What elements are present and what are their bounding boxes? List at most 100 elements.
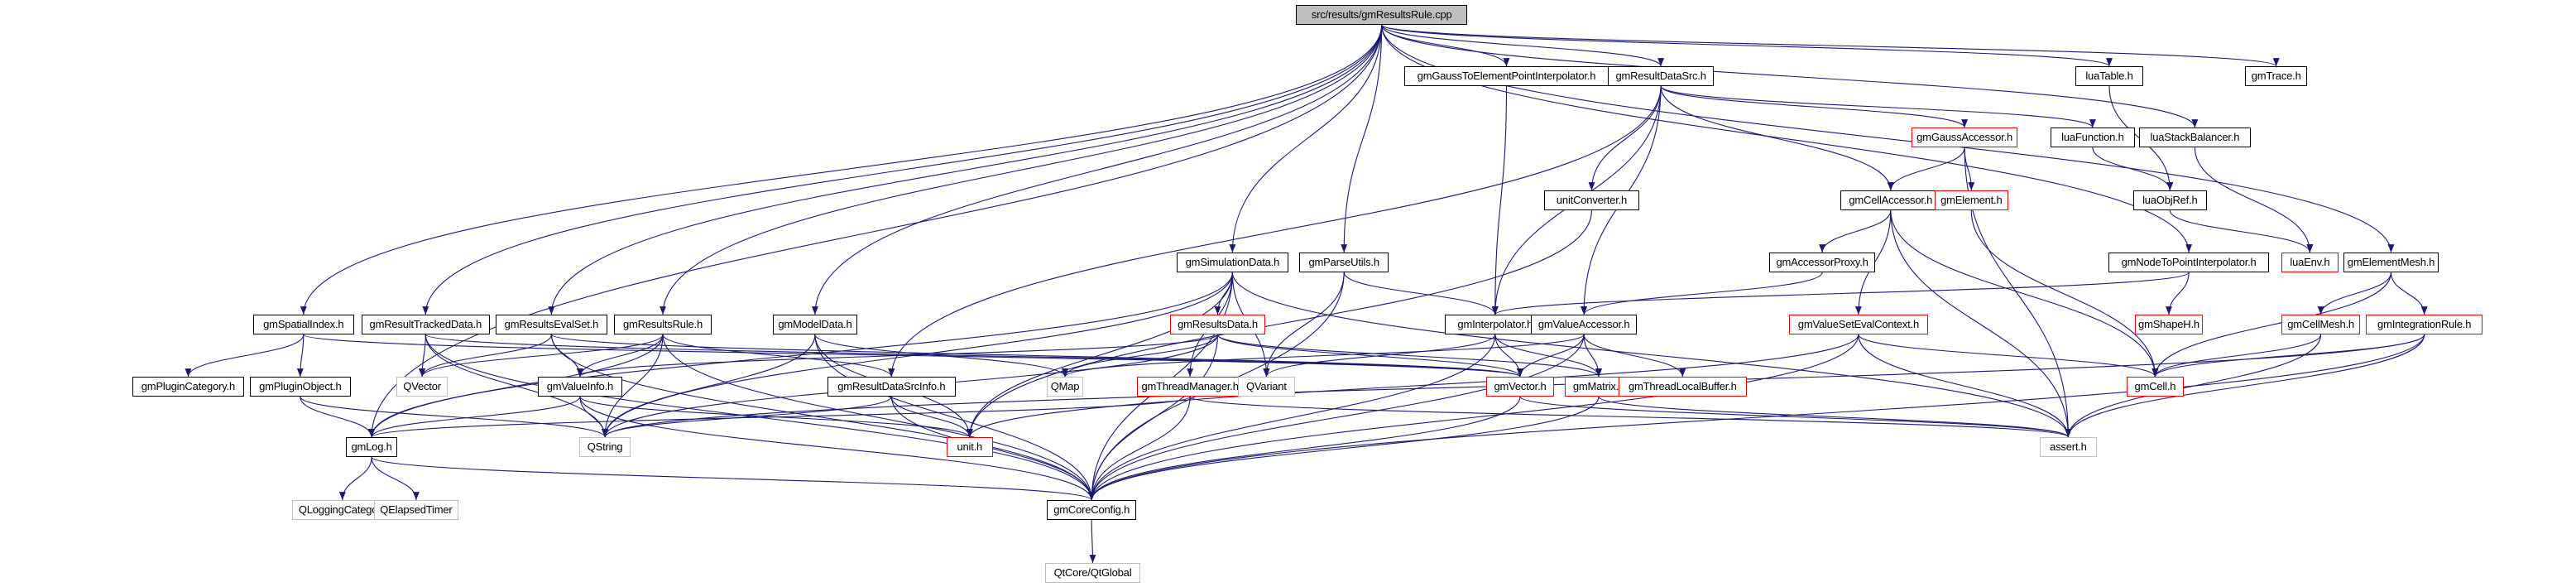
edge-coreConfig-to-qtglobal (1089, 519, 1096, 564)
edge-valueSetEval-to-coreConfig (1088, 334, 1859, 501)
edge-threadManager-to-coreConfig (1088, 396, 1191, 501)
edge-vector-to-coreConfig (1088, 396, 1521, 501)
node-gmspatialindex[interactable]: gmSpatialIndex.h (253, 315, 354, 334)
edge-parseUtils-to-qvariant (1263, 272, 1345, 378)
edge-valueInfo-to-gmLog (368, 396, 581, 438)
edge-resultsRuleH-to-qstring (602, 334, 664, 438)
node-gmvector[interactable]: gmVector.h (1486, 377, 1554, 397)
edge-pluginObject-to-qstring (300, 396, 608, 438)
edge-interpolator-to-qvariant (1263, 334, 1496, 378)
edge-matrix-to-assert (1598, 396, 2072, 438)
edge-resultsData-to-matrix (1216, 334, 1602, 378)
node-gmresultsrule-h[interactable]: gmResultsRule.h (614, 315, 712, 334)
edge-elementMesh-to-integrationRule (2390, 272, 2428, 315)
edge-gauss2elem-to-interpolator (1491, 85, 1508, 315)
node-gmresultdatasrc[interactable]: gmResultDataSrc.h (1608, 66, 1715, 86)
edge-resultsEvalSet-to-valueInfo (550, 334, 583, 378)
node-gmresultsevalset[interactable]: gmResultsEvalSet.h (496, 315, 607, 334)
edge-resultDataSrcInfo-to-qstring (602, 396, 892, 438)
node-qstring: QString (579, 437, 631, 457)
edge-valueAccessor-to-qmap (1062, 334, 1585, 378)
edge-resultsData-to-coreConfig (1088, 334, 1219, 501)
node-gmthreadlocalbuffer[interactable]: gmThreadLocalBuffer.h (1619, 377, 1747, 397)
node-assert: assert.h (2040, 437, 2097, 457)
node-gmsimulationdata[interactable]: gmSimulationData.h (1177, 253, 1288, 272)
node-luafunction[interactable]: luaFunction.h (2051, 128, 2135, 147)
edge-valueSetEval-to-assert (1858, 334, 2072, 438)
node-luastackbalancer[interactable]: luaStackBalancer.h (2139, 128, 2251, 147)
edge-resultTracked-to-qvector (419, 334, 426, 378)
node-gmintegrationrule[interactable]: gmIntegrationRule.h (2366, 315, 2483, 334)
edge-resultsData-to-vector (1216, 334, 1523, 378)
node-luaobjref[interactable]: luaObjRef.h (2133, 190, 2207, 210)
edge-gmLog-to-qelapsed (371, 456, 420, 501)
edge-spatialIndex-to-pluginObject (296, 334, 305, 378)
node-unitconverter[interactable]: unitConverter.h (1544, 190, 1639, 210)
edge-resultDataSrc-to-unitConverter (1588, 85, 1662, 191)
node-gmthreadmanager[interactable]: gmThreadManager.h (1137, 377, 1244, 397)
node-gmaccessorproxy[interactable]: gmAccessorProxy.h (1769, 253, 1876, 272)
edge-gmLog-to-coreConfig (371, 456, 1095, 501)
edge-modelData-to-qmap (814, 334, 1068, 378)
node-gmelement[interactable]: gmElement.h (1935, 190, 2008, 210)
node-root-gmresultsrule-cpp: src/results/gmResultsRule.cpp (1296, 5, 1468, 25)
edge-root-to-resultsEvalSet (548, 24, 1383, 315)
node-gmnodetopointinterpolator[interactable]: gmNodeToPointInterpolator.h (2108, 253, 2270, 272)
node-gmmodeldata[interactable]: gmModelData.h (773, 315, 857, 334)
edge-elementMesh-to-cell (2151, 272, 2392, 378)
edge-threadManager-to-assert (1189, 396, 2071, 438)
edge-root-to-resultsRuleH (660, 24, 1383, 315)
edge-resultDataSrc-to-resultDataSrcInfo (888, 85, 1662, 378)
edge-luaFunction-to-luaObjRef (2092, 147, 2174, 191)
node-gmgaussaccessor[interactable]: gmGaussAccessor.h (1912, 128, 2018, 147)
node-gmcell[interactable]: gmCell.h (2127, 377, 2184, 397)
node-gmtrace[interactable]: gmTrace.h (2245, 66, 2308, 86)
edge-unitConverter-to-unit (966, 209, 1593, 438)
node-gminterpolator[interactable]: gmInterpolator.h (1445, 315, 1546, 334)
edge-resultsEvalSet-to-coreConfig (550, 334, 1096, 501)
node-qvector: QVector (396, 377, 449, 397)
node-gmelementmesh[interactable]: gmElementMesh.h (2343, 253, 2439, 272)
node-qtcore-qtglobal: QtCore/QtGlobal (1045, 563, 1140, 583)
node-gmcellaccessor[interactable]: gmCellAccessor.h (1840, 190, 1941, 210)
node-luaenv[interactable]: luaEnv.h (2281, 253, 2339, 272)
node-unit[interactable]: unit.h (947, 437, 993, 457)
node-gmparseutils[interactable]: gmParseUtils.h (1299, 253, 1389, 272)
edge-parseUtils-to-interpolator (1343, 272, 1499, 315)
edge-nodeToPoint-to-shapeH (2166, 272, 2190, 315)
node-gmvaluesetevalcontext[interactable]: gmValueSetEvalContext.h (1789, 315, 1928, 334)
edge-element-to-cell (1970, 209, 2159, 378)
node-gmgausstoelementpointinterpolator[interactable]: gmGaussToElementPointInterpolator.h (1404, 66, 1609, 86)
edge-resultTracked-to-vector (425, 334, 1523, 378)
node-luatable[interactable]: luaTable.h (2075, 66, 2143, 86)
edge-root-to-luaStackBalancer (1381, 24, 2199, 128)
edge-root-to-modelData (811, 24, 1383, 315)
node-gmvalueaccessor[interactable]: gmValueAccessor.h (1531, 315, 1638, 334)
edge-interpolator-to-matrix (1494, 334, 1602, 378)
node-gmresultdatasrcinfo[interactable]: gmResultDataSrcInfo.h (827, 377, 956, 397)
node-gmvalueinfo[interactable]: gmValueInfo.h (538, 377, 622, 397)
edge-integrationRule-to-cell (2151, 334, 2425, 378)
node-gmresultsdata[interactable]: gmResultsData.h (1170, 315, 1265, 334)
edge-simulationData-to-assert (1231, 272, 2072, 438)
edge-simulationData-to-unit (966, 272, 1233, 438)
node-gmlog[interactable]: gmLog.h (346, 437, 398, 457)
edge-nodeToPoint-to-interpolator (1492, 272, 2190, 315)
edge-gaussAccessor-to-cellAccessor (1887, 147, 1965, 191)
edge-resultDataSrcInfo-to-unit (890, 396, 973, 438)
node-gmcellmesh[interactable]: gmCellMesh.h (2281, 315, 2361, 334)
edge-integrationRule-to-assert (2065, 334, 2425, 438)
edge-root-to-resultDataSrc (1381, 24, 1664, 67)
edge-root-to-gauss2elem (1381, 24, 1510, 67)
edge-threadManager-to-gmLog (368, 396, 1191, 438)
node-gmresulttrackeddata[interactable]: gmResultTrackedData.h (362, 315, 490, 334)
node-gmshapeh[interactable]: gmShapeH.h (2135, 315, 2203, 334)
edge-resultDataSrc-to-luaFunction (1660, 85, 2096, 128)
edge-cellAccessor-to-accessorProxy (1819, 209, 1892, 253)
edge-resultsData-to-qmap (1062, 334, 1219, 378)
node-gmplugincategory[interactable]: gmPluginCategory.h (132, 377, 244, 397)
node-gmcoreconfig[interactable]: gmCoreConfig.h (1047, 500, 1137, 520)
node-gmpluginobject[interactable]: gmPluginObject.h (250, 377, 351, 397)
edge-resultDataSrc-to-gaussAccessor (1660, 85, 1968, 128)
